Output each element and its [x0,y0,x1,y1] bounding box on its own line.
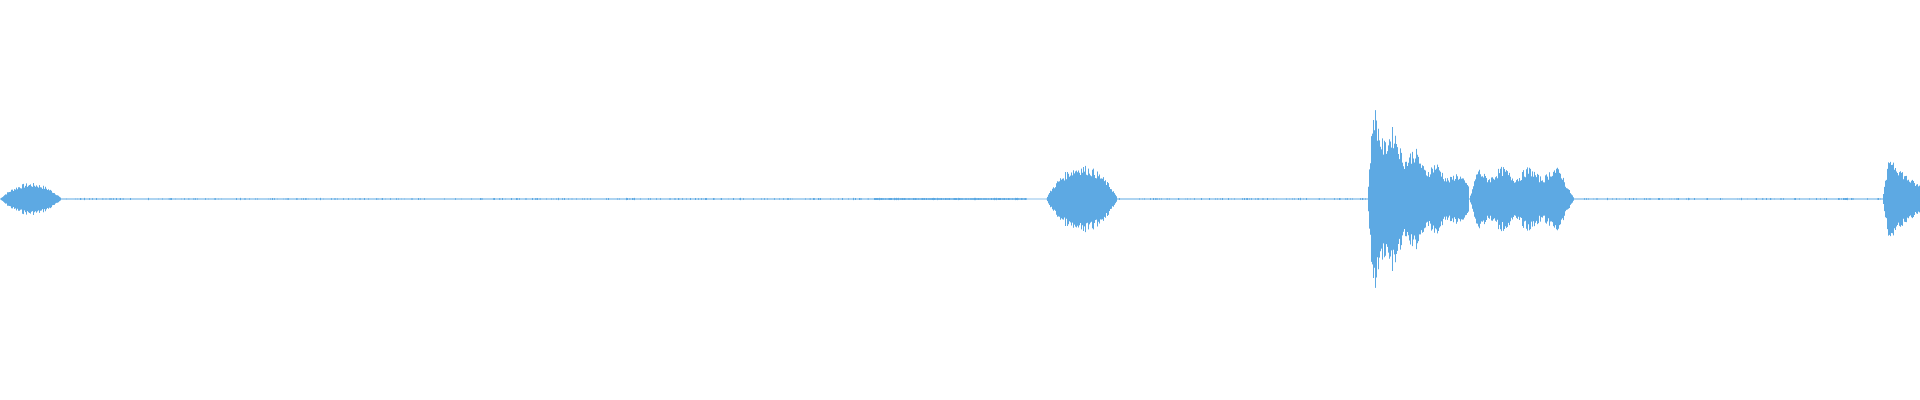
waveform-path [0,110,1920,288]
waveform-samples [0,110,1920,288]
